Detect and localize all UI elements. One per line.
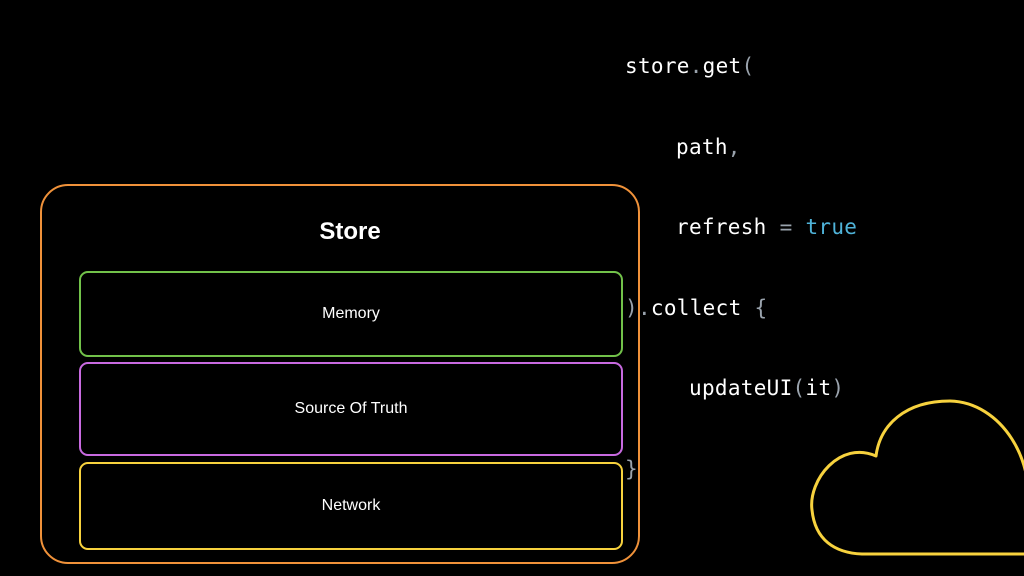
code-line-1: store.get( <box>625 52 857 85</box>
code-line-5: updateUI(it) <box>625 374 857 407</box>
code-token: . <box>637 295 651 320</box>
code-token: ) <box>831 376 845 400</box>
code-token: refresh <box>676 215 767 239</box>
store-title: Store <box>319 218 381 245</box>
code-snippet: store.get( path, refresh = true ).collec… <box>625 4 857 511</box>
code-token: = <box>779 215 793 239</box>
memory-layer-label: Memory <box>322 305 380 322</box>
code-token: collect <box>650 295 742 320</box>
code-line-3: refresh = true <box>625 213 857 246</box>
code-token: { <box>754 295 768 320</box>
network-layer-label: Network <box>321 497 381 514</box>
source-of-truth-layer: Source Of Truth <box>79 362 623 456</box>
code-token: get <box>702 54 742 78</box>
code-line-4: ).collect { <box>625 294 857 327</box>
code-token: ( <box>741 54 755 78</box>
code-token: store <box>625 54 690 78</box>
code-token: updateUI <box>689 376 793 400</box>
code-token: ) <box>625 295 638 320</box>
code-line-2: path, <box>625 133 857 166</box>
source-of-truth-layer-label: Source Of Truth <box>294 400 408 417</box>
code-token: , <box>727 134 741 159</box>
code-token: path <box>676 134 728 159</box>
code-line-6: } <box>625 455 857 488</box>
network-layer: Network <box>79 462 623 550</box>
code-keyword: true <box>805 215 858 239</box>
store-container <box>40 184 640 564</box>
code-token: it <box>805 376 832 400</box>
code-token: ( <box>792 376 806 400</box>
memory-layer: Memory <box>79 271 623 357</box>
code-token: . <box>689 54 703 78</box>
cloud-icon <box>810 399 1024 556</box>
code-token: } <box>625 456 638 481</box>
